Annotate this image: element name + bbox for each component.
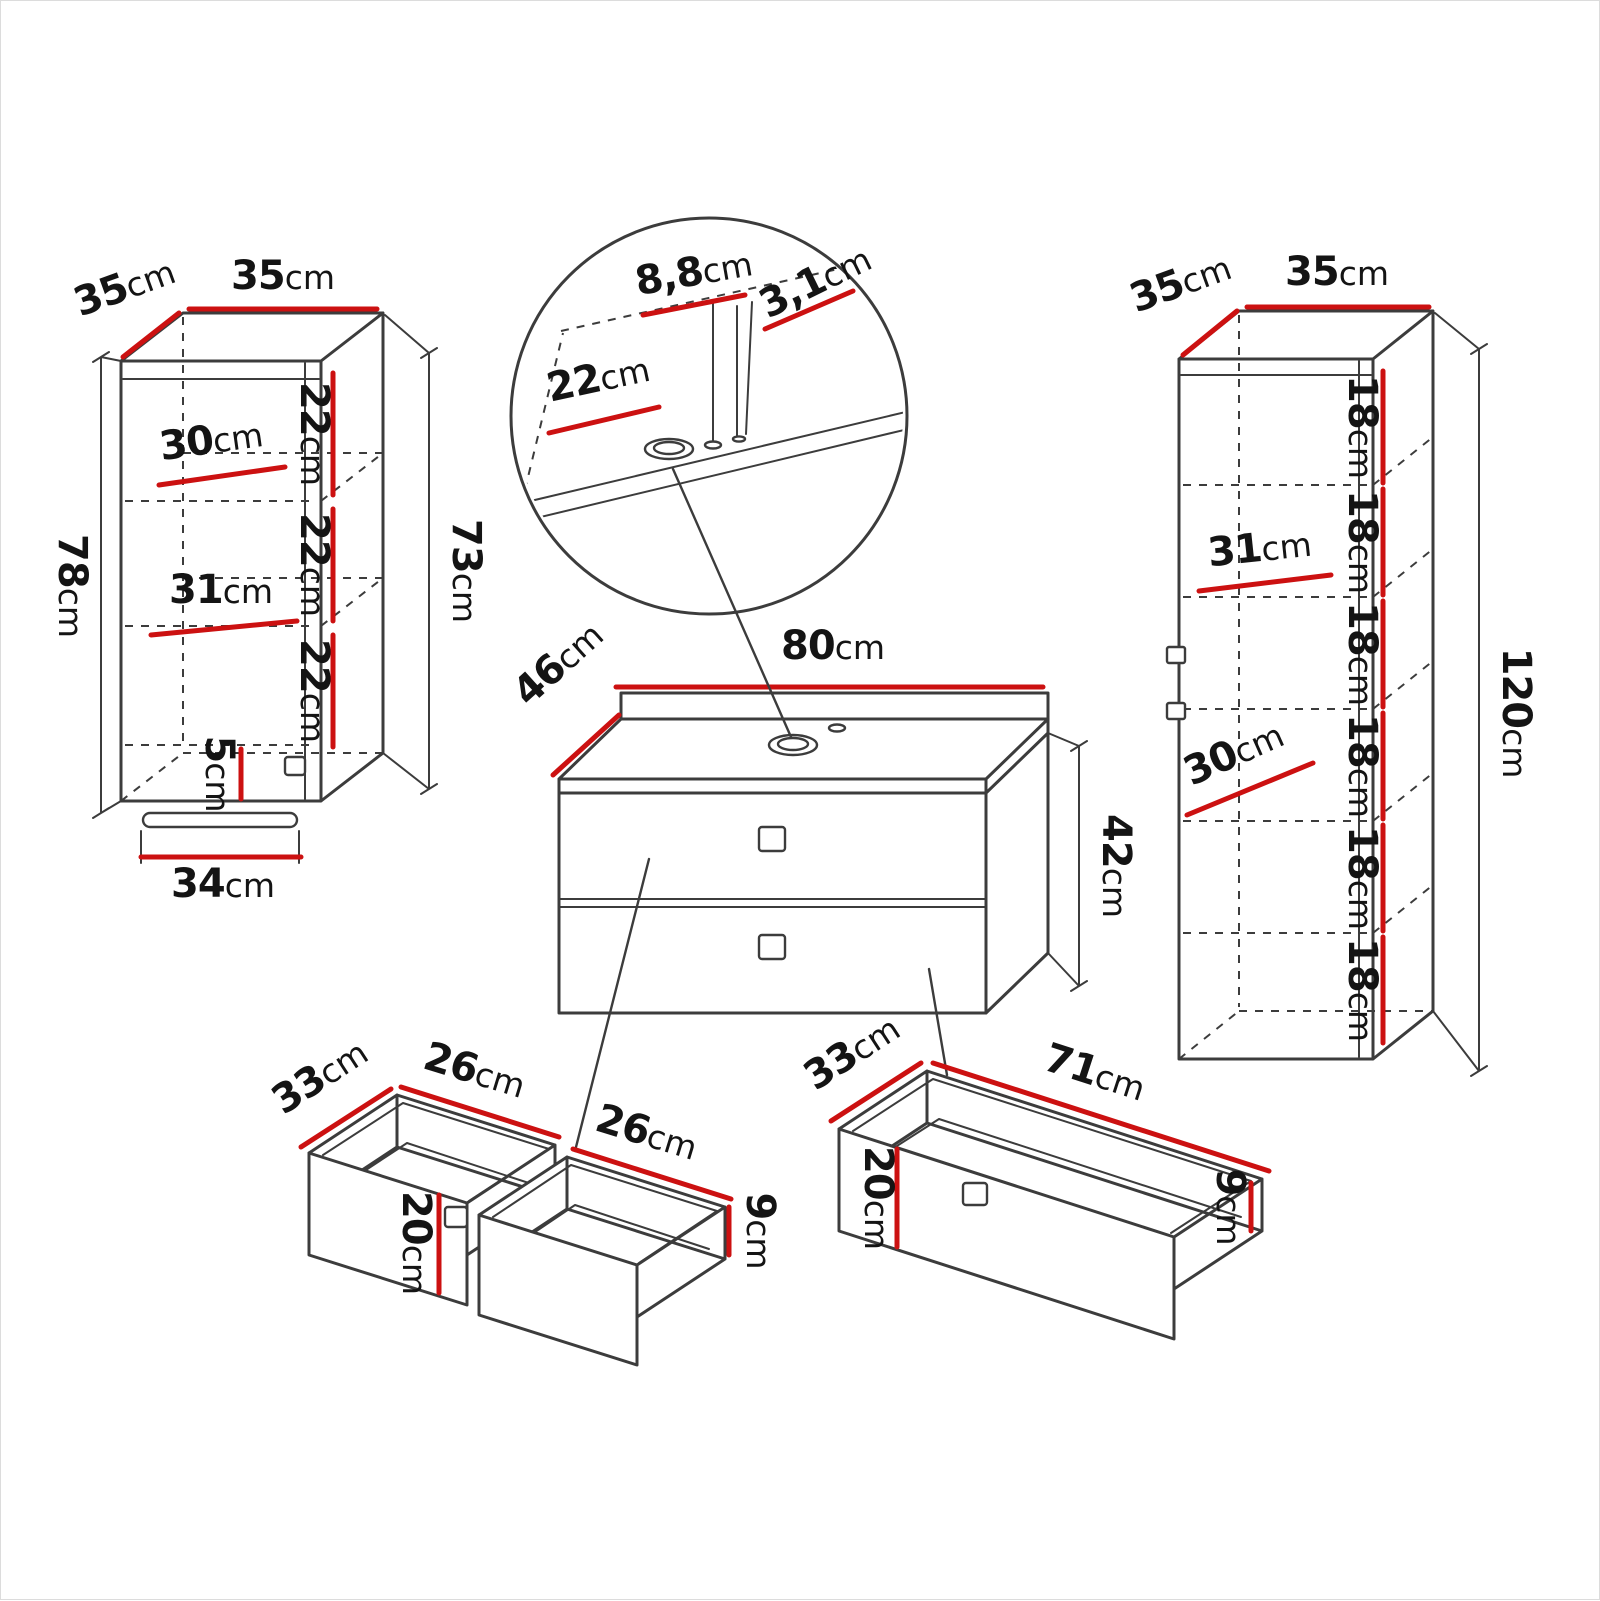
inner-drawer-front-height-label: 20cm bbox=[393, 1191, 439, 1295]
wall-cabinet-compartment2-label: 22cm bbox=[291, 513, 337, 617]
fixing-hole bbox=[703, 440, 723, 450]
tall-cabinet-compartment4-label: 18cm bbox=[1339, 714, 1385, 818]
wide-drawer-front-height-label: 20cm bbox=[855, 1146, 901, 1250]
tall-cabinet-compartment5-label: 18cm bbox=[1339, 826, 1385, 930]
tall-cabinet-upper-width-label: 31cm bbox=[1206, 520, 1314, 577]
wall-cabinet-middle-width-redline bbox=[148, 618, 300, 638]
wall-cabinet-inner-height-label: 73cm bbox=[443, 519, 489, 623]
inner-drawer-side-height-label: 9cm bbox=[737, 1192, 783, 1269]
wide-drawer-handle bbox=[961, 1181, 989, 1207]
wall-cabinet-top-depth-label: 35cm bbox=[68, 247, 181, 326]
wall-cabinet-middle-width-label: 31cm bbox=[169, 567, 273, 613]
detail-diameter-redline bbox=[762, 288, 856, 332]
vanity-height-label: 42cm bbox=[1093, 814, 1139, 918]
tall-cabinet-faces bbox=[1177, 309, 1435, 1061]
towel-rail bbox=[141, 811, 299, 829]
wall-cabinet-detail-edges bbox=[122, 362, 320, 864]
tall-cabinet-detail-edges bbox=[1180, 360, 1372, 1058]
countertop-edges bbox=[515, 301, 903, 527]
wall-cabinet-door-handle bbox=[283, 755, 307, 777]
wall-cabinet-clearance-label: 5cm bbox=[196, 735, 242, 812]
inner-drawer-back-width-redline bbox=[398, 1084, 562, 1140]
wall-cabinet-compartment3-label: 22cm bbox=[291, 639, 337, 743]
drain-hole-inner bbox=[652, 440, 686, 456]
wide-drawer-side-height-label: 9cm bbox=[1207, 1168, 1253, 1245]
tall-cabinet-compartment3-label: 18cm bbox=[1339, 602, 1385, 706]
vanity-drain-hole-inner bbox=[776, 736, 810, 752]
wall-cabinet: 35cm 35cm 78cm 73cm 30cm 31cm 22cm 22cm … bbox=[49, 247, 489, 907]
wall-cabinet-top-depth-redline bbox=[120, 310, 182, 360]
vanity-faucet-hole bbox=[827, 723, 847, 733]
vanity-lower-drawer-handle bbox=[757, 933, 787, 961]
drawer2-front-panel bbox=[477, 1213, 639, 1367]
wall-cabinet-faces bbox=[119, 311, 385, 803]
drawer1-front-panel bbox=[307, 1151, 469, 1307]
sink-hole-detail: 22cm 8,8cm 3,1cm bbox=[509, 216, 909, 616]
detail-edge-to-hole-label: 22cm bbox=[543, 345, 654, 412]
tall-cabinet-top-depth-redline bbox=[1180, 308, 1240, 358]
inner-drawer-front-width-redline bbox=[570, 1146, 734, 1202]
leader-lines bbox=[573, 467, 949, 1153]
tall-cabinet-compartment2-label: 18cm bbox=[1339, 490, 1385, 594]
vanity-dimension-lines bbox=[1047, 732, 1088, 992]
vanity-unit: 80cm 46cm 42cm bbox=[504, 611, 1139, 1015]
vanity-depth-label: 46cm bbox=[504, 611, 612, 715]
vanity-width-label: 80cm bbox=[781, 623, 885, 669]
detail-circle bbox=[509, 216, 909, 616]
wide-drawer-depth-label: 33cm bbox=[796, 1004, 908, 1099]
tall-cabinet-dimension-lines bbox=[1432, 312, 1488, 1077]
wide-drawer-width-redline bbox=[930, 1060, 1272, 1174]
wall-cabinet-outer-height-label: 78cm bbox=[49, 534, 95, 638]
wide-drawer-depth-redline bbox=[828, 1060, 924, 1124]
tall-cabinet-top-depth-label: 35cm bbox=[1124, 243, 1237, 322]
vanity-drawer-gap bbox=[558, 898, 987, 908]
tall-cabinet-height-label: 120cm bbox=[1493, 648, 1539, 779]
detail-offset-redline bbox=[640, 292, 748, 318]
tall-cabinet-upper-width-redline bbox=[1196, 572, 1334, 594]
tall-cabinet-top-width-label: 35cm bbox=[1285, 249, 1389, 295]
wide-drawer: 33cm 71cm 20cm 9cm bbox=[796, 1004, 1272, 1341]
wall-cabinet-dimension-lines bbox=[92, 314, 438, 819]
wall-cabinet-top-width-label: 35cm bbox=[231, 253, 335, 299]
tall-cabinet-lower-width-redline bbox=[1184, 760, 1316, 818]
drawer1-handle bbox=[443, 1205, 469, 1229]
tall-cabinet-compartment6-label: 18cm bbox=[1339, 938, 1385, 1042]
wall-cabinet-upper-width-label: 30cm bbox=[157, 410, 266, 470]
tall-cabinet-hidden-edges bbox=[1178, 315, 1434, 1060]
faucet-hole bbox=[731, 435, 747, 443]
vanity-depth-redline bbox=[550, 712, 622, 778]
wall-cabinet-compartment1-label: 22cm bbox=[291, 382, 337, 486]
vanity-upper-drawer-handle bbox=[757, 825, 787, 853]
tall-cabinet-upper-door-handle bbox=[1165, 645, 1187, 665]
tall-cabinet-compartment1-label: 18cm bbox=[1339, 375, 1385, 479]
inner-drawer-depth-redline bbox=[298, 1086, 394, 1150]
tall-cabinet: 35cm 35cm 120cm 31cm 30cm 18cm 18cm 18cm… bbox=[1124, 243, 1539, 1077]
inner-drawers: 33cm 26cm 26cm 20cm 9cm bbox=[264, 1033, 783, 1367]
detail-contents bbox=[515, 245, 903, 527]
wall-cabinet-upper-width-redline bbox=[156, 464, 288, 488]
detail-edge-to-hole-redline bbox=[546, 404, 662, 436]
tall-cabinet-lower-door-handle bbox=[1165, 701, 1187, 721]
wide-drawer-width-label: 71cm bbox=[1038, 1035, 1151, 1111]
wide-drawer-front-panel bbox=[837, 1127, 1176, 1341]
wall-cabinet-bottom-width-label: 34cm bbox=[171, 861, 275, 907]
